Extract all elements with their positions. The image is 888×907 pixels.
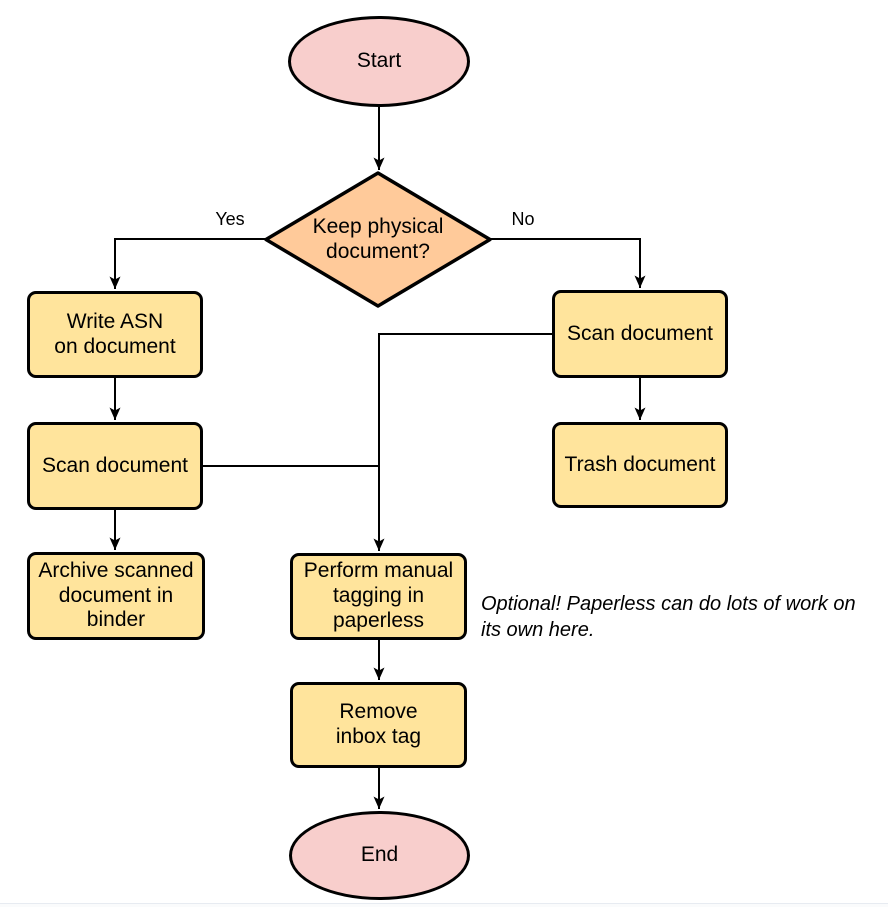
node-scan-document-right-label: Scan document <box>567 321 713 345</box>
edge-decision-no-to-scan-right <box>490 238 646 288</box>
node-manual-tagging-label: Perform manual tagging in paperless <box>303 559 454 632</box>
edge-decision-yes-to-write-asn <box>109 238 266 289</box>
decision-diamond-shape <box>264 171 492 308</box>
node-end-label: End <box>360 843 399 867</box>
node-archive-in-binder: Archive scanned document in binder <box>27 552 205 640</box>
node-scan-document-left: Scan document <box>27 422 203 510</box>
node-end: End <box>289 811 470 900</box>
page-bottom-edge <box>0 903 888 907</box>
edge-label-no: No <box>498 209 548 230</box>
node-write-asn-label: Write ASN on document <box>54 309 176 358</box>
node-write-asn: Write ASN on document <box>27 291 203 378</box>
optional-note: Optional! Paperless can do lots of work … <box>481 593 856 642</box>
decision-question-text: Keep physical document? <box>312 214 444 263</box>
node-start-label: Start <box>356 49 402 73</box>
node-decision-label: Keep physical document? <box>278 204 478 275</box>
node-trash-document: Trash document <box>552 422 728 508</box>
edge-scan-right-to-tagging <box>373 333 552 551</box>
node-remove-inbox-tag: Remove inbox tag <box>290 682 467 768</box>
node-scan-document-left-label: Scan document <box>42 453 188 477</box>
edge-label-yes: Yes <box>205 209 255 230</box>
node-archive-in-binder-label: Archive scanned document in binder <box>38 558 194 632</box>
node-remove-inbox-tag-label: Remove inbox tag <box>335 700 422 748</box>
node-scan-document-right: Scan document <box>552 290 728 378</box>
node-trash-document-label: Trash document <box>564 452 716 476</box>
node-start: Start <box>288 16 470 107</box>
node-manual-tagging: Perform manual tagging in paperless <box>290 553 467 640</box>
